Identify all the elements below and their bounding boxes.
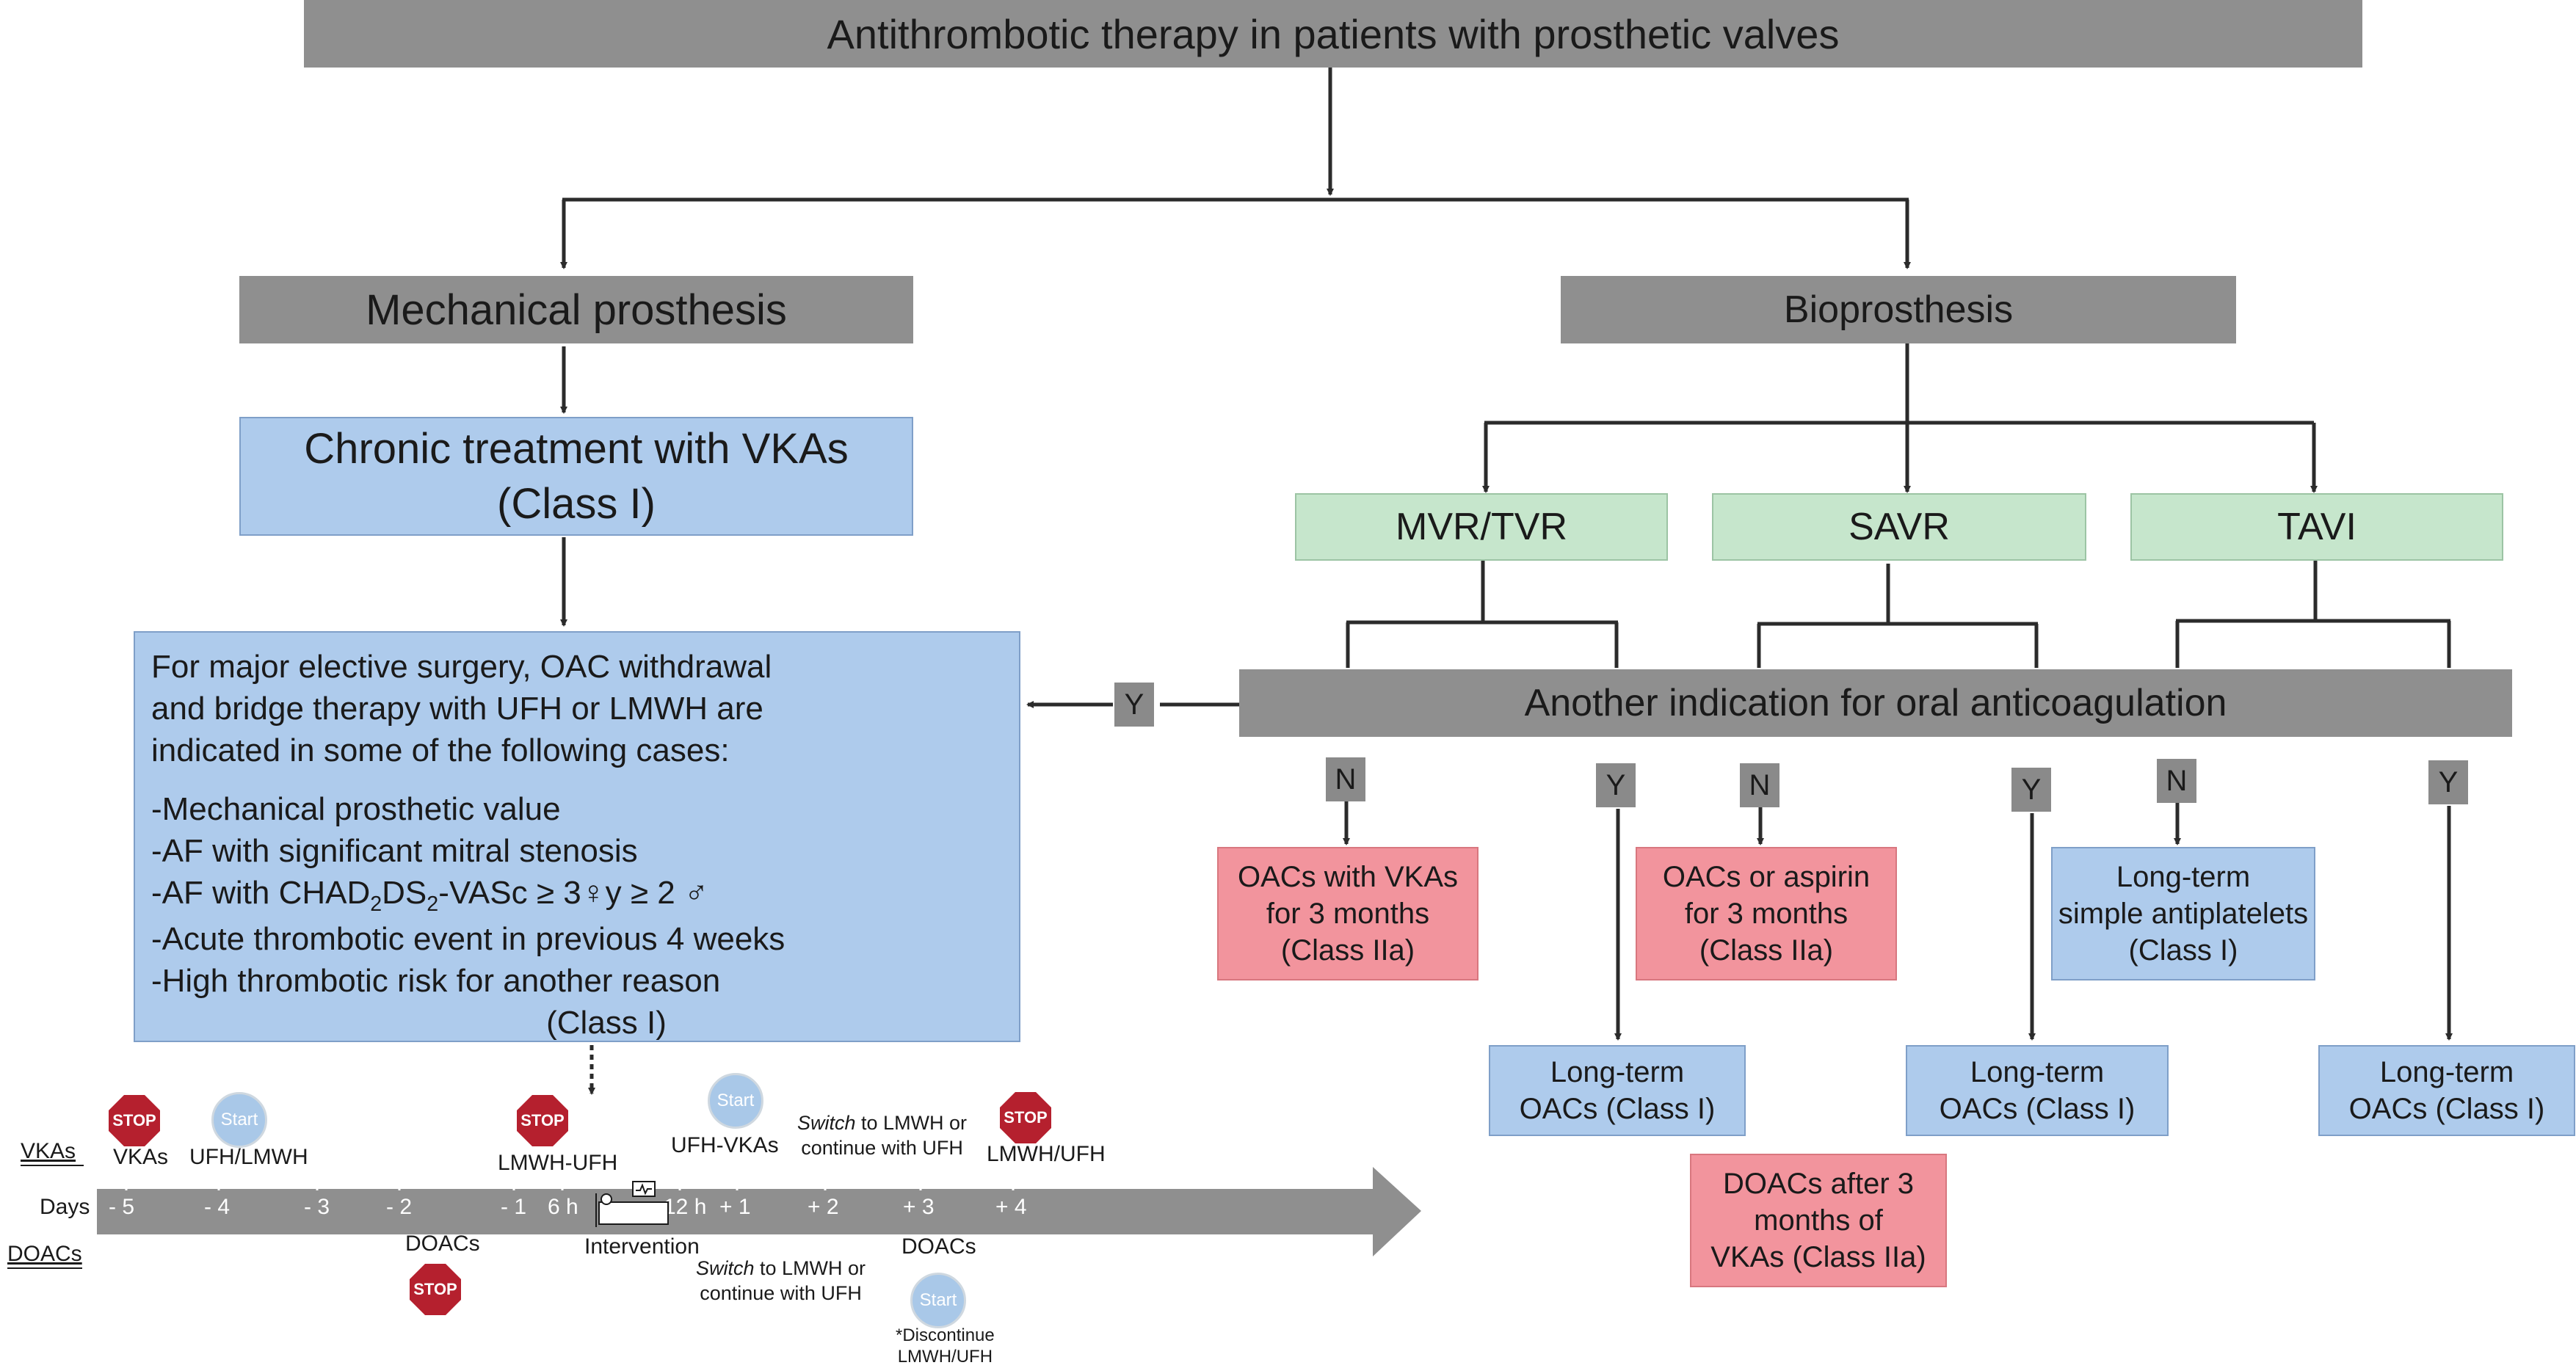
start-icon: Start <box>211 1092 267 1148</box>
main-title: Antithrombotic therapy in patients with … <box>827 10 1840 57</box>
bioprosthesis-box: Bioprosthesis <box>1561 276 2236 343</box>
tag-yes-mvr: Y <box>1596 763 1636 807</box>
day-plus-2: + 2 <box>808 1195 839 1219</box>
tavi-label: TAVI <box>2277 506 2357 548</box>
day-minus-4: - 4 <box>204 1195 231 1219</box>
tavi-box: TAVI <box>2130 493 2503 561</box>
chronic-vka-line1: Chronic treatment with VKAs <box>304 424 849 473</box>
chronic-vka-box: Chronic treatment with VKAs (Class I) <box>239 417 913 536</box>
day-minus-5: - 5 <box>109 1195 135 1219</box>
another-indication-box: Another indication for oral anticoagulat… <box>1239 669 2512 737</box>
stop-icon: STOP <box>410 1264 461 1315</box>
day-minus-2: - 2 <box>386 1195 413 1219</box>
day-plus-4: + 4 <box>995 1195 1027 1219</box>
intervention-label: Intervention <box>584 1234 700 1259</box>
tag-no-savr: N <box>1740 763 1779 807</box>
bridge-intro-3: indicated in some of the following cases… <box>151 732 730 769</box>
mvr-tvr-box: MVR/TVR <box>1295 493 1668 561</box>
timeline-arrow <box>97 1167 1421 1256</box>
ufh-lmwh-start-label: UFH/LMWH <box>189 1145 308 1169</box>
tag-yes-left: Y <box>1114 683 1154 727</box>
timeline-doacs-label: DOACs <box>7 1242 82 1266</box>
bridge-case-3: -AF with CHAD2DS2-VASc ≥ 3♀y ≥ 2 ♂ <box>151 874 708 916</box>
tag-no-mvr: N <box>1326 757 1365 801</box>
doacs-stop-label: DOACs <box>405 1231 480 1256</box>
bioprosthesis-label: Bioprosthesis <box>1783 288 2014 331</box>
chronic-vka-class: (Class I) <box>497 480 656 528</box>
bridge-therapy-box: For major elective surgery, OAC withdraw… <box>134 631 1020 1042</box>
lmwh-ufh-stop2-label: LMWH/UFH <box>987 1142 1106 1166</box>
timeline-vkas-label: VKAs <box>21 1139 76 1163</box>
stop-icon: STOP <box>109 1095 160 1146</box>
another-indication-label: Another indication for oral anticoagulat… <box>1524 682 2227 724</box>
doacs-start-label: DOACs <box>901 1234 976 1259</box>
timeline-days-label: Days <box>40 1195 90 1219</box>
tag-no-tavi: N <box>2157 759 2196 803</box>
start-icon: Start <box>708 1073 763 1129</box>
main-title-box: Antithrombotic therapy in patients with … <box>304 0 2362 68</box>
bridge-intro-1: For major elective surgery, OAC withdraw… <box>151 649 772 685</box>
lmwh-ufh-stop-label: LMWH-UFH <box>498 1151 618 1175</box>
bridge-intro-2: and bridge therapy with UFH or LMWH are <box>151 691 763 727</box>
day-minus-3: - 3 <box>304 1195 330 1219</box>
bridge-case-4: -Acute thrombotic event in previous 4 we… <box>151 920 786 957</box>
day-plus-1: + 1 <box>719 1195 751 1219</box>
hospital-bed-icon <box>595 1181 669 1227</box>
bridge-case-5: -High thrombotic risk for another reason <box>151 963 721 1000</box>
bridge-case-1: -Mechanical prosthetic value <box>151 790 561 827</box>
savr-box: SAVR <box>1712 493 2086 561</box>
start-icon: Start <box>910 1273 966 1328</box>
mechanical-prosthesis-box: Mechanical prosthesis <box>239 276 913 343</box>
stop-icon: STOP <box>517 1095 568 1146</box>
bridge-class: (Class I) <box>546 1005 667 1041</box>
vkas-stop-label: VKAs <box>113 1145 169 1169</box>
mvr-tvr-label: MVR/TVR <box>1396 506 1567 548</box>
savr-label: SAVR <box>1848 506 1950 548</box>
tag-yes-tavi: Y <box>2428 760 2468 804</box>
day-6h: 6 h <box>548 1195 578 1219</box>
day-12h: 12 h <box>664 1195 707 1219</box>
day-plus-3: + 3 <box>903 1195 935 1219</box>
ufh-vkas-start-label: UFH-VKAs <box>671 1133 779 1157</box>
day-minus-1: - 1 <box>501 1195 527 1219</box>
mechanical-prosthesis-label: Mechanical prosthesis <box>366 285 787 334</box>
bridge-case-2: -AF with significant mitral stenosis <box>151 832 638 869</box>
tag-yes-savr: Y <box>2011 768 2051 812</box>
stop-icon: STOP <box>1000 1092 1051 1143</box>
